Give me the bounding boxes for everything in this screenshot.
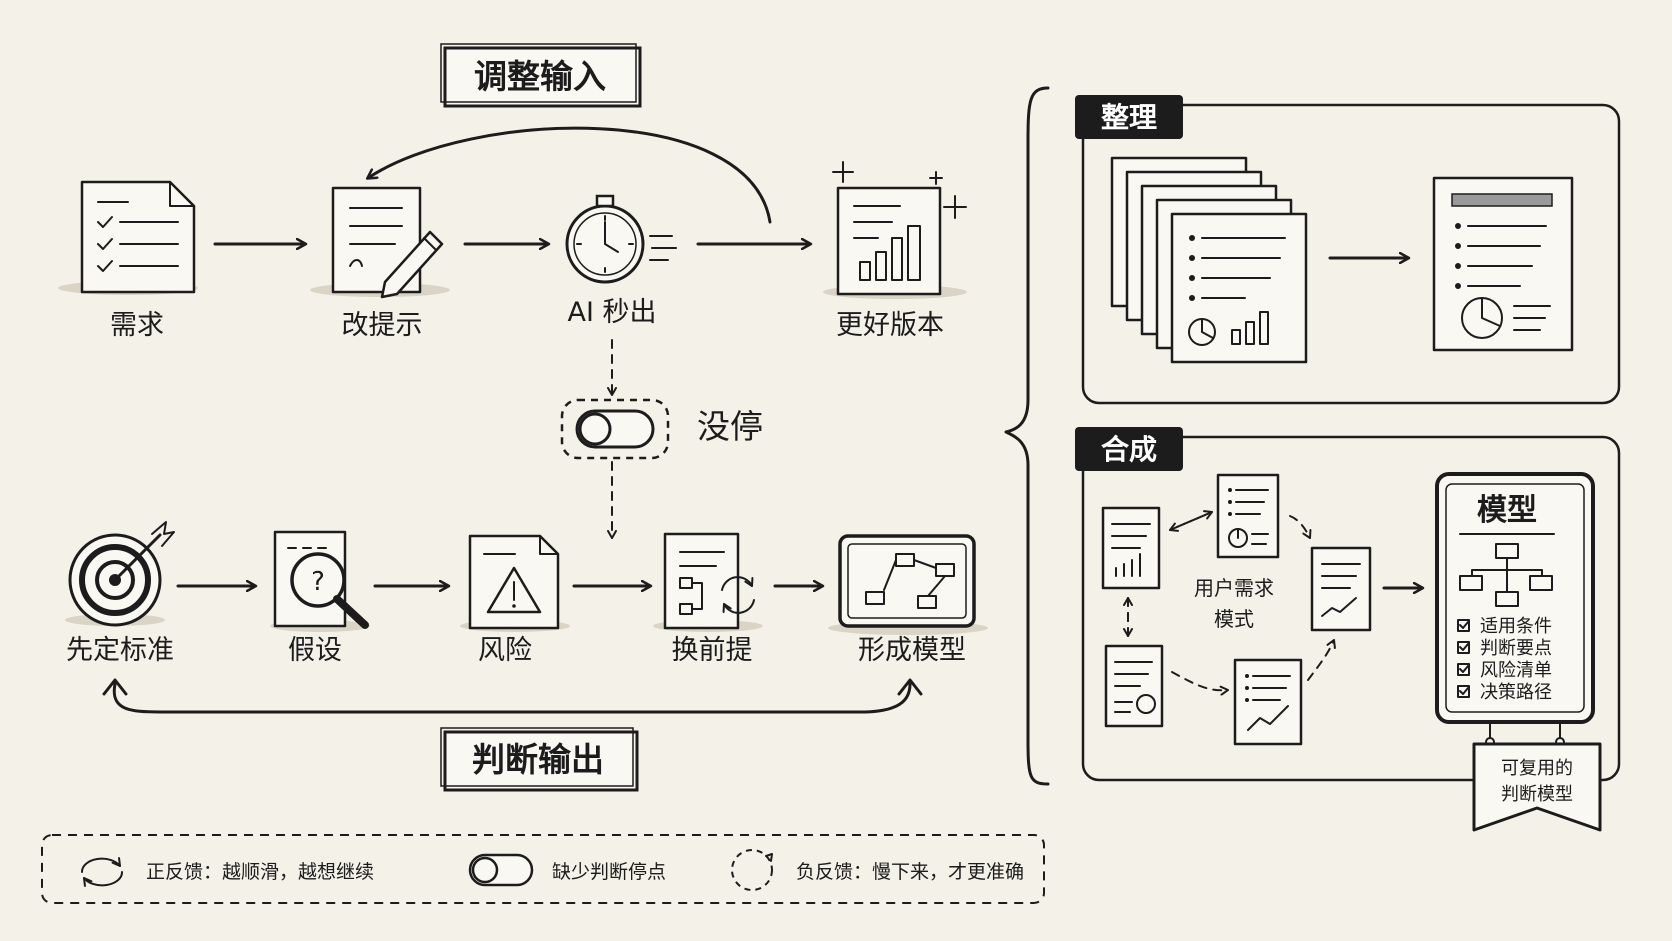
dashed-link (1169, 511, 1213, 532)
reusable-model-banner: 可复用的 判断模型 (1472, 721, 1602, 832)
step-better-version-label: 更好版本 (836, 310, 944, 341)
legend-missing-stop: 缺少判断停点 (552, 861, 666, 883)
better-version-chart-icon (823, 161, 967, 299)
step-requirement-label: 需求 (110, 310, 164, 341)
flow-node (1495, 591, 1519, 607)
step-hypothesis-label: 假设 (288, 635, 342, 666)
step-change-premise-label: 换前提 (672, 635, 753, 666)
grouping-brace (1004, 86, 1050, 786)
judge-output-title: 判断输出 (472, 740, 604, 779)
step-form-model-label: 形成模型 (858, 635, 966, 666)
step-risk-label: 风险 (478, 635, 532, 666)
flow-node (1529, 575, 1553, 591)
risk-warning-icon (460, 534, 570, 632)
organize-tag: 整理 (1075, 95, 1183, 139)
organize-panel (1081, 103, 1621, 405)
negative-loop-icon (731, 849, 773, 891)
edit-prompt-icon (310, 186, 450, 299)
toggle-off-icon (468, 853, 534, 887)
svg-text:?: ? (311, 567, 325, 597)
feedback-arc-arrow (368, 126, 772, 224)
banner-line1: 可复用的 (1501, 758, 1573, 779)
synthesize-panel (1081, 435, 1621, 782)
organized-report-icon (1432, 176, 1574, 352)
stopwatch-icon (565, 194, 677, 284)
dashed-link (1171, 671, 1229, 696)
step-ai-instant-label: AI 秒出 (567, 297, 656, 328)
judge-output-title-box: 判断输出 (440, 727, 639, 792)
checklist: 适用条件 判断要点 风险清单 决策路径 (1457, 616, 1552, 703)
legend-box (41, 834, 1045, 904)
step-edit-prompt-label: 改提示 (342, 310, 423, 341)
pie-chart-doc-icon (1216, 473, 1280, 559)
dashed-link (1307, 639, 1336, 681)
model-screen-icon (828, 534, 988, 635)
pause-toggle-group (560, 398, 670, 460)
step-set-standard-label: 先定标准 (66, 635, 174, 666)
synthesize-tag: 合成 (1075, 427, 1183, 471)
return-arc-line (112, 682, 912, 714)
synthesize-tag-label: 合成 (1101, 433, 1157, 466)
hypothesis-magnifier-icon: ? (270, 530, 370, 632)
user-needs-label: 用户需求 (1194, 576, 1274, 600)
arrowhead (897, 678, 923, 696)
model-title: 模型 (1477, 493, 1537, 528)
target-icon (65, 521, 175, 627)
dashed-link (1289, 515, 1312, 539)
checklist-item: 决策路径 (1480, 682, 1552, 703)
pattern-label: 模式 (1214, 607, 1254, 631)
checklist-item: 适用条件 (1480, 616, 1552, 637)
checklist-item: 判断要点 (1480, 638, 1552, 659)
flow-node (1459, 575, 1483, 591)
organize-tag-label: 整理 (1101, 101, 1157, 134)
adjust-input-title: 调整输入 (474, 57, 606, 96)
adjust-input-title-box: 调整输入 (440, 43, 642, 108)
banner-line2: 判断模型 (1501, 784, 1573, 805)
no-stop-label: 没停 (697, 407, 763, 446)
legend-negative-feedback: 负反馈：慢下来，才更准确 (796, 861, 1024, 883)
legend-positive-feedback: 正反馈：越顺滑，越想继续 (146, 861, 374, 883)
model-tablet: 模型 适用条件 判断要点 风险清单 决策路径 (1435, 472, 1595, 724)
bar-chart-doc-icon (1101, 506, 1161, 590)
line-chart-doc-icon (1233, 658, 1303, 746)
requirements-doc-icon (58, 180, 198, 295)
change-premise-icon (653, 532, 763, 632)
checklist-item: 风险清单 (1480, 660, 1552, 681)
list-pie-doc-icon (1104, 644, 1164, 728)
arrowhead (102, 678, 128, 696)
stacked-documents-icon (1110, 156, 1308, 364)
positive-loop-icon (80, 856, 124, 888)
trend-doc-icon (1310, 546, 1372, 632)
